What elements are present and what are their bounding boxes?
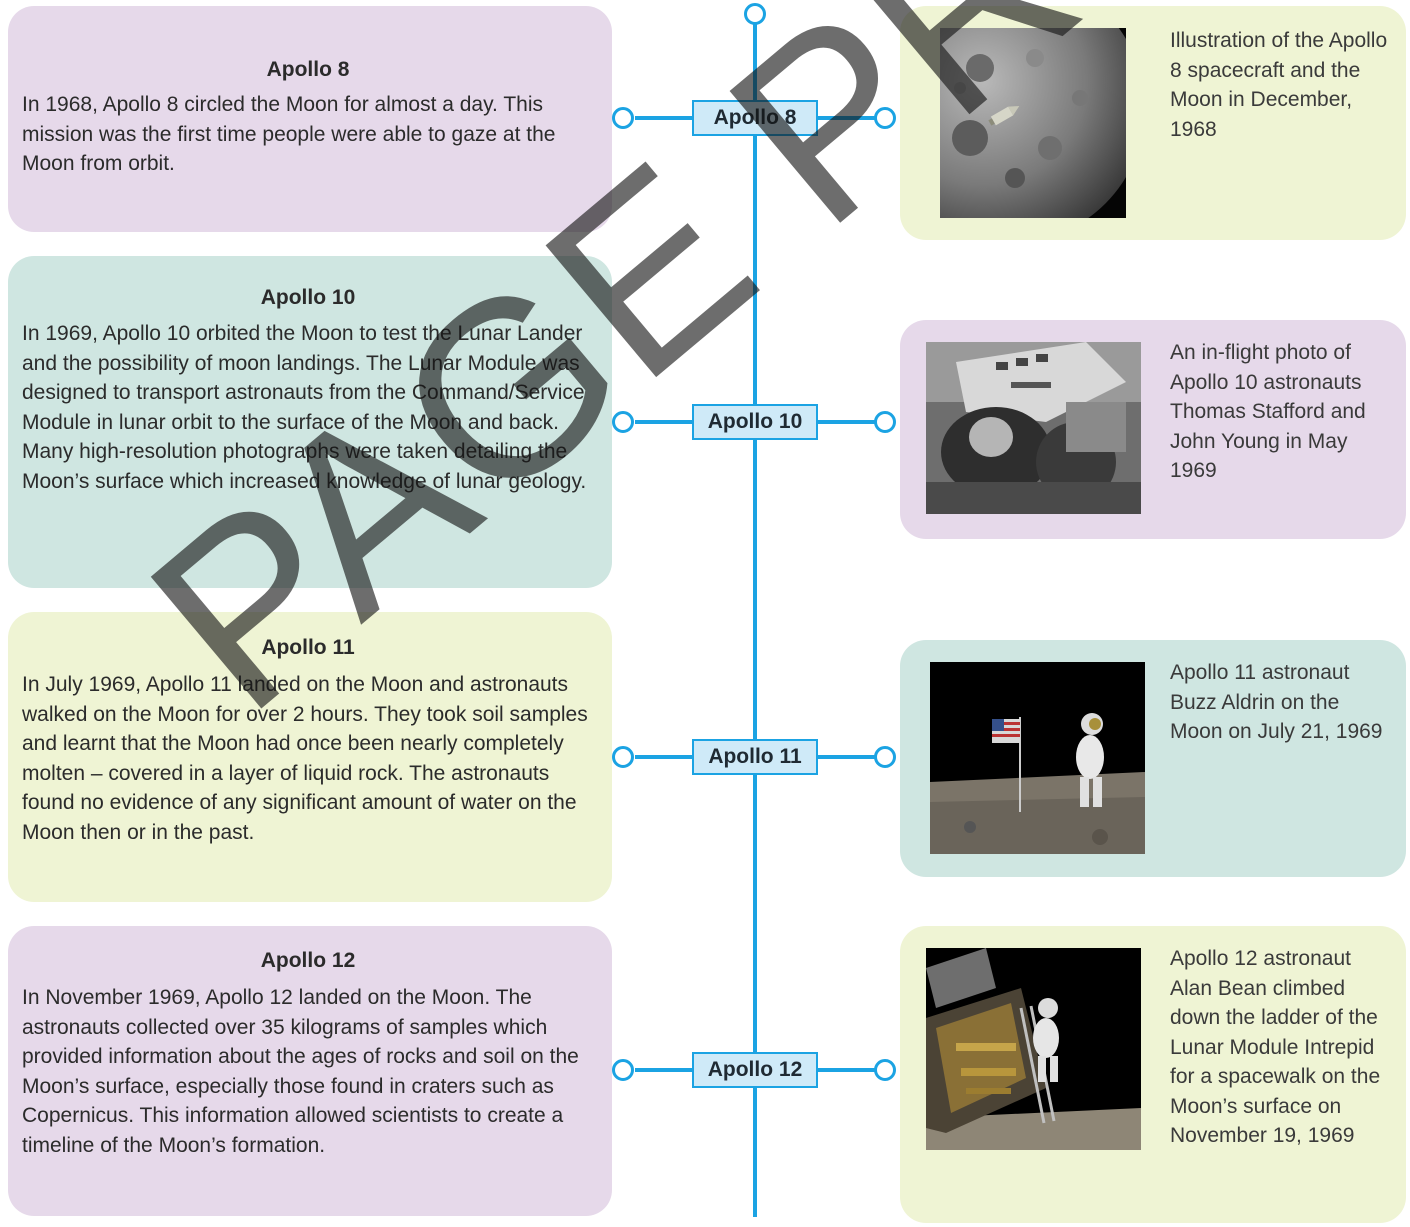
photo-card-apollo-11: Apollo 11 astronaut Buzz Aldrin on the M… — [900, 640, 1406, 877]
right-connector-line — [815, 420, 875, 424]
mission-text: In 1969, Apollo 10 orbited the Moon to t… — [22, 322, 587, 493]
left-connector-line — [635, 755, 695, 759]
astronaut-with-flag-image — [930, 662, 1145, 854]
left-connector-ring — [612, 107, 634, 129]
right-connector-line — [815, 755, 875, 759]
right-connector-line — [815, 116, 875, 120]
right-connector-ring — [874, 411, 896, 433]
photo-caption: Apollo 11 astronaut Buzz Aldrin on the M… — [1170, 661, 1383, 743]
photo-card-apollo-10: An in-flight photo of Apollo 10 astronau… — [900, 320, 1406, 539]
mission-card-apollo-12: Apollo 12 In November 1969, Apollo 12 la… — [8, 926, 612, 1216]
timeline-tag-apollo-8: Apollo 8 — [692, 100, 818, 136]
timeline-tag-apollo-10: Apollo 10 — [692, 404, 818, 440]
moon-with-spacecraft-image — [940, 28, 1126, 218]
photo-caption: An in-flight photo of Apollo 10 astronau… — [1170, 341, 1366, 482]
right-connector-line — [815, 1068, 875, 1072]
photo-caption: Apollo 12 astronaut Alan Bean climbed do… — [1170, 947, 1381, 1147]
left-connector-ring — [612, 746, 634, 768]
mission-text: In July 1969, Apollo 11 landed on the Mo… — [22, 673, 588, 844]
mission-card-apollo-11: Apollo 11 In July 1969, Apollo 11 landed… — [8, 612, 612, 902]
timeline-tag-apollo-11: Apollo 11 — [692, 739, 818, 775]
left-connector-ring — [612, 411, 634, 433]
photo-card-apollo-8: Illustration of the Apollo 8 spacecraft … — [900, 6, 1406, 240]
mission-title: Apollo 12 — [260, 949, 356, 972]
left-connector-ring — [612, 1059, 634, 1081]
mission-card-apollo-10: Apollo 10 In 1969, Apollo 10 orbited the… — [8, 256, 612, 588]
astronauts-in-cabin-image — [926, 342, 1141, 514]
mission-title: Apollo 8 — [266, 58, 350, 81]
left-connector-line — [635, 1068, 695, 1072]
photo-caption: Illustration of the Apollo 8 spacecraft … — [1170, 29, 1388, 141]
mission-text: In November 1969, Apollo 12 landed on th… — [22, 986, 579, 1157]
right-connector-ring — [874, 107, 896, 129]
right-connector-ring — [874, 746, 896, 768]
right-connector-ring — [874, 1059, 896, 1081]
timeline-axis — [753, 22, 757, 1217]
mission-card-apollo-8: Apollo 8 In 1968, Apollo 8 circled the M… — [8, 6, 612, 232]
left-connector-line — [635, 420, 695, 424]
mission-title: Apollo 11 — [261, 636, 355, 659]
timeline-tag-apollo-12: Apollo 12 — [692, 1052, 818, 1088]
mission-title: Apollo 10 — [260, 286, 356, 309]
lunar-module-ladder-image — [926, 948, 1141, 1150]
left-connector-line — [635, 116, 695, 120]
timeline-start-circle — [744, 3, 766, 25]
mission-text: In 1968, Apollo 8 circled the Moon for a… — [22, 93, 556, 175]
photo-card-apollo-12: Apollo 12 astronaut Alan Bean climbed do… — [900, 926, 1406, 1223]
